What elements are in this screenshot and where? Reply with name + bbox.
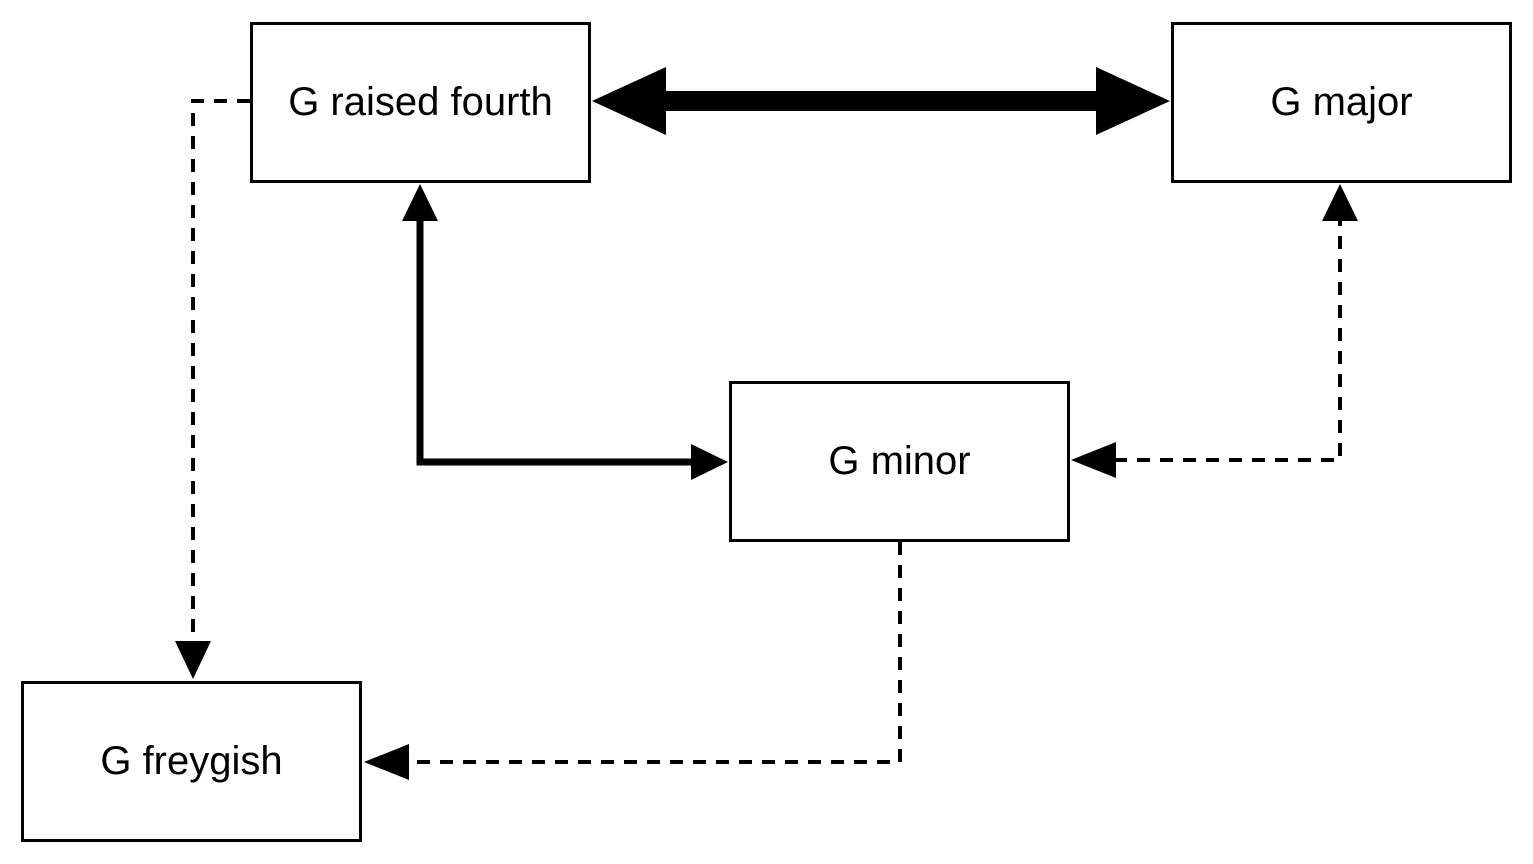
arrowhead-left-freygish: [364, 744, 409, 780]
arrowhead-left-minor: [1071, 442, 1116, 478]
node-g-freygish: G freygish: [21, 681, 362, 842]
arrowhead-up-major: [1322, 184, 1358, 221]
node-g-major: G major: [1171, 22, 1512, 183]
edge-minor-major: [1071, 184, 1358, 478]
arrowhead-down-freygish: [175, 641, 211, 679]
edge-raised-fourth-major: [592, 67, 1170, 135]
node-g-minor-label: G minor: [828, 439, 971, 483]
arrowhead-right-major: [1096, 67, 1170, 135]
node-g-raised-fourth: G raised fourth: [250, 22, 591, 183]
arrowhead-left-raised-fourth: [592, 67, 666, 135]
node-g-major-label: G major: [1270, 80, 1413, 124]
edge-minor-freygish: [364, 542, 902, 780]
edge-raised-fourth-freygish: [175, 99, 250, 679]
node-g-freygish-label: G freygish: [100, 739, 283, 783]
node-g-raised-fourth-label: G raised fourth: [288, 80, 553, 124]
arrowhead-right-minor: [691, 444, 728, 480]
node-g-minor: G minor: [729, 381, 1070, 542]
edge-raised-fourth-minor: [402, 184, 728, 480]
arrowhead-up-raised-fourth: [402, 184, 438, 221]
